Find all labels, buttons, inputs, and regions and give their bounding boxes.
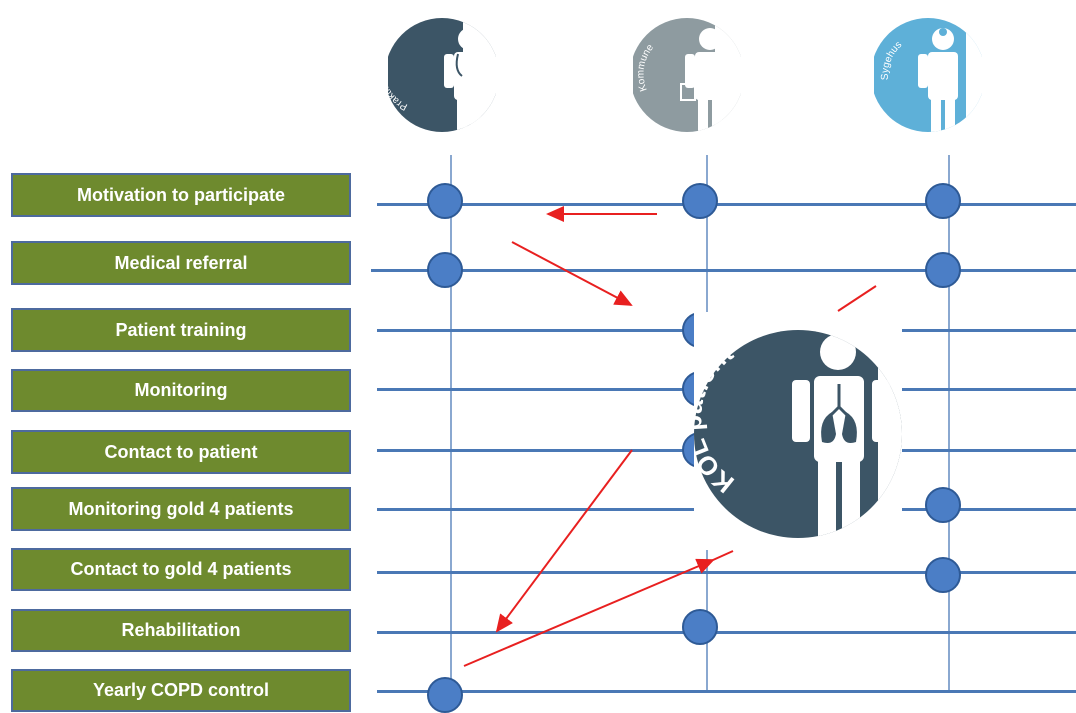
task-yearly-copd: Yearly COPD control [11, 669, 351, 712]
node-motivation-municipality [682, 183, 718, 219]
lane-line-hospital [948, 155, 950, 690]
node-copd-gp [427, 677, 463, 713]
flow-arrow [511, 241, 633, 306]
flow-arrow [837, 285, 877, 312]
node-referral-hospital [925, 252, 961, 288]
flow-arrow [463, 558, 715, 667]
kol-patient-badge: KOL patient [694, 312, 902, 550]
flow-arrow [712, 550, 734, 561]
lane-line-gp [450, 155, 452, 690]
flow-arrow [495, 449, 633, 633]
task-motivation: Motivation to participate [11, 173, 351, 217]
node-referral-gp [427, 252, 463, 288]
task-line [377, 690, 1076, 693]
node-gold4-contact-hospital [925, 557, 961, 593]
task-monitoring-gold4: Monitoring gold 4 patients [11, 487, 351, 531]
task-line [371, 269, 1076, 272]
task-line [377, 571, 1076, 574]
task-contact-gold4: Contact to gold 4 patients [11, 548, 351, 591]
task-rehabilitation: Rehabilitation [11, 609, 351, 652]
actor-municipality-logo: Kommune [633, 10, 741, 132]
actor-hospital-logo: Sygehus [874, 10, 982, 132]
actor-gp-logo: Praktiserende læge [388, 10, 496, 132]
task-medical-referral: Medical referral [11, 241, 351, 285]
task-patient-training: Patient training [11, 308, 351, 352]
node-rehab-municipality [682, 609, 718, 645]
task-line [377, 631, 1076, 634]
node-gold4-monitoring-hospital [925, 487, 961, 523]
task-contact-patient: Contact to patient [11, 430, 351, 474]
node-motivation-gp [427, 183, 463, 219]
task-monitoring: Monitoring [11, 369, 351, 412]
task-line [377, 203, 1076, 206]
node-motivation-hospital [925, 183, 961, 219]
